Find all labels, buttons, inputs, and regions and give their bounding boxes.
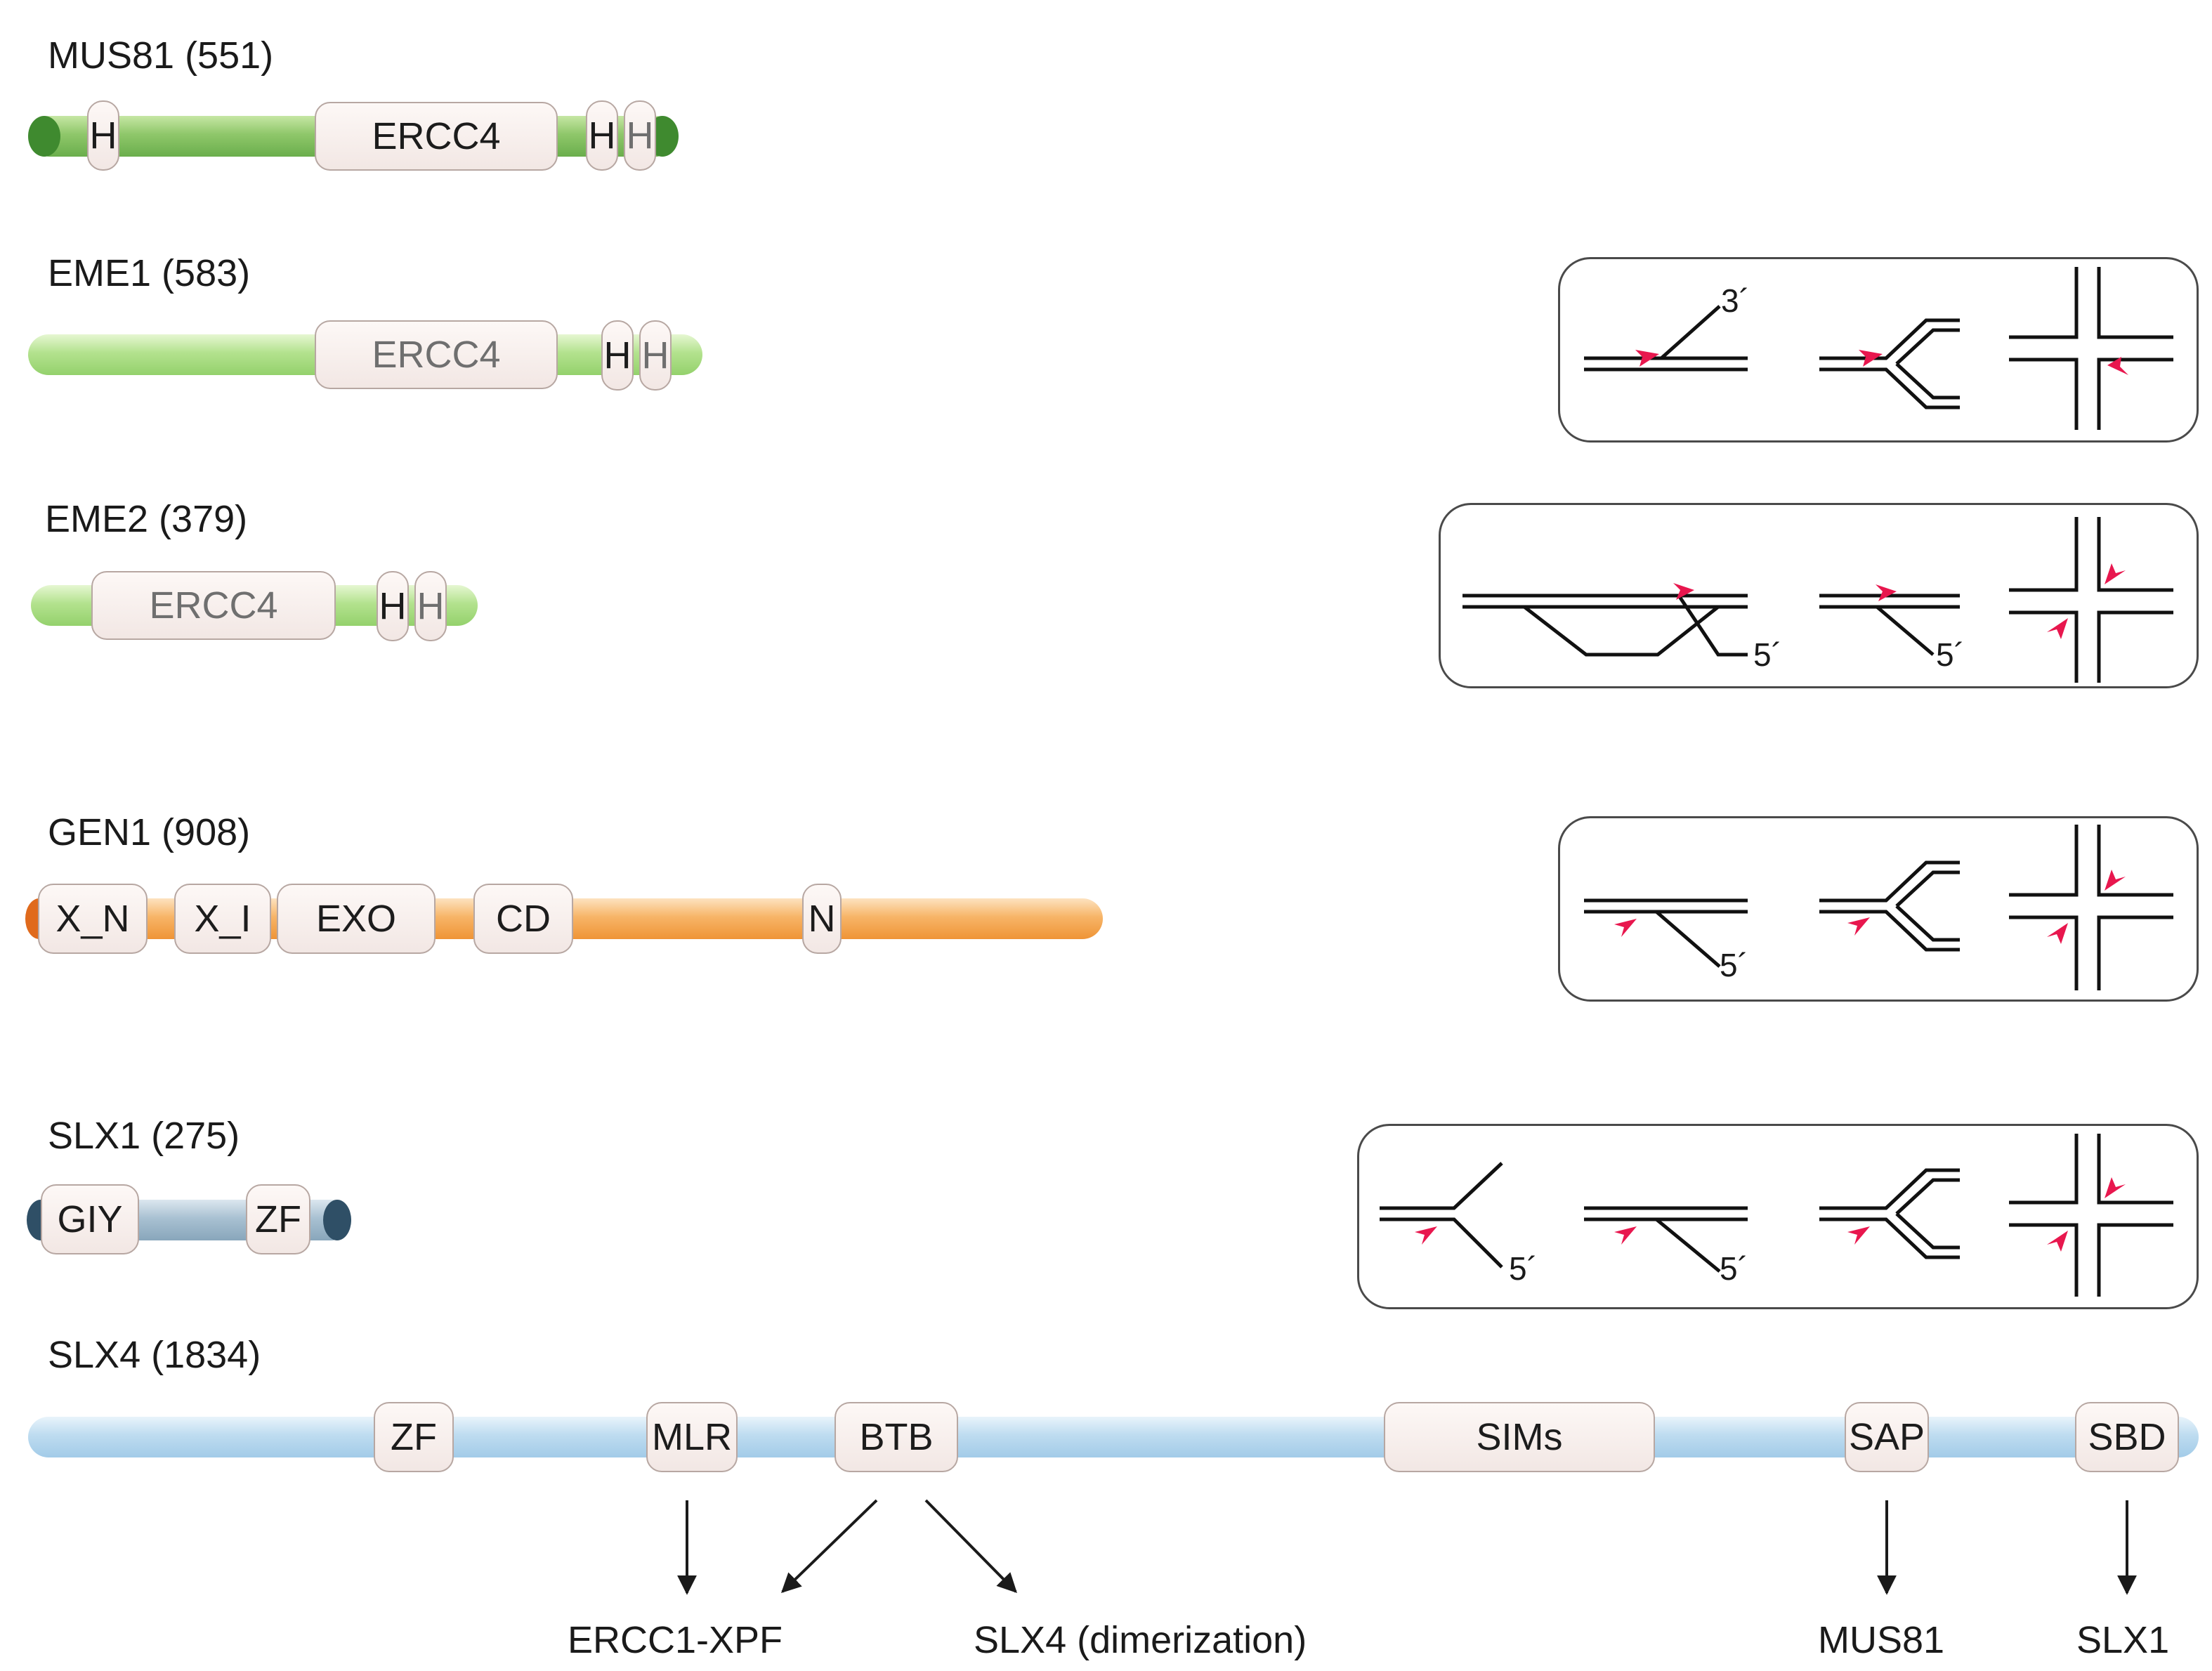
cleavage-arrow xyxy=(2105,1177,2126,1198)
gen1-substrate-panel xyxy=(1558,816,2199,1002)
slx1-c-terminus xyxy=(323,1200,351,1240)
slx4-btb-domain: BTB xyxy=(835,1402,958,1472)
holliday-junction-structure xyxy=(2009,825,2173,990)
five-prime-end-label: 5´ xyxy=(1936,636,1965,673)
replication-fork-structure xyxy=(1819,318,1960,409)
mus81-eme1-substrate-panel xyxy=(1558,257,2199,443)
cleavage-arrow xyxy=(1673,583,1694,600)
flap-5prime-structure xyxy=(1584,1206,1748,1273)
cleavage-arrow xyxy=(1859,350,1883,367)
cleavage-arrow xyxy=(2105,870,2126,891)
cleavage-arrow xyxy=(2047,618,2068,639)
gen1-xi-domain: X_I xyxy=(174,884,271,954)
holliday-junction-structure xyxy=(2009,517,2173,683)
cleavage-arrow xyxy=(2047,923,2068,944)
eme1-helix-domain-2: H xyxy=(639,320,672,391)
eme1-label: EME1 (583) xyxy=(48,252,251,294)
btb-to-slx4-dimerization-arrow xyxy=(924,1499,1017,1593)
splayed-arm-structure xyxy=(1380,1162,1503,1269)
gen1-n-domain: N xyxy=(802,884,842,954)
five-prime-end-label: 5´ xyxy=(1720,947,1748,983)
slx1-slx4-substrate-panel xyxy=(1357,1124,2199,1309)
eme2-helix-domain-2: H xyxy=(414,571,447,641)
slx1-label: SLX1 (275) xyxy=(48,1115,240,1157)
cleavage-arrow xyxy=(1635,350,1659,367)
three-prime-end-label: 3´ xyxy=(1721,282,1750,319)
slx4-sims-domain: SIMs xyxy=(1384,1402,1655,1472)
slx4-zf-domain: ZF xyxy=(374,1402,454,1472)
mus81-helix-domain-2: H xyxy=(586,100,618,171)
cleavage-arrow xyxy=(1614,919,1637,937)
mus81-label: MUS81 (551) xyxy=(48,34,274,77)
cleavage-arrow xyxy=(1847,917,1870,936)
cleavage-arrow xyxy=(2105,563,2126,584)
flap-5prime-structure xyxy=(1819,594,1960,656)
mus81-interactor-label: MUS81 xyxy=(1818,1619,1945,1661)
eme2-helix-domain-1: H xyxy=(377,571,409,641)
eme2-label: EME2 (379) xyxy=(45,498,248,540)
gen1-xn-domain: X_N xyxy=(38,884,148,954)
cleavage-site-arrows xyxy=(1415,350,2128,1252)
cleavage-arrow xyxy=(1876,584,1897,601)
replication-fork-structure xyxy=(1819,1168,1960,1259)
flap-3prime-structure xyxy=(1584,305,1748,372)
slx4-label: SLX4 (1834) xyxy=(48,1334,261,1376)
slx1-zf-domain: ZF xyxy=(246,1184,310,1254)
slx1-interactor-label: SLX1 xyxy=(2076,1619,2170,1661)
slx4-mlr-domain: MLR xyxy=(646,1402,738,1472)
cleavage-arrow xyxy=(1847,1226,1870,1245)
slx4-sbd-domain: SBD xyxy=(2075,1402,2179,1472)
replication-fork-structure xyxy=(1819,860,1960,952)
d-loop-structure xyxy=(1462,594,1748,657)
slx4-sap-domain: SAP xyxy=(1845,1402,1929,1472)
ercc1-xpf-label: ERCC1-XPF xyxy=(568,1619,783,1661)
five-prime-end-label: 5´ xyxy=(1509,1250,1538,1287)
gen1-exo-domain: EXO xyxy=(277,884,436,954)
mus81-n-terminus xyxy=(28,116,60,157)
eme1-ercc4-domain: ERCC4 xyxy=(315,320,558,389)
eme1-helix-domain-1: H xyxy=(601,320,634,391)
eme2-ercc4-domain: ERCC4 xyxy=(91,571,336,640)
mus81-helix-domain-1: H xyxy=(87,100,119,171)
holliday-junction-structure xyxy=(2009,267,2173,430)
slx4-dimerization-label: SLX4 (dimerization) xyxy=(974,1619,1307,1661)
flap-5prime-structure xyxy=(1584,898,1748,968)
gen1-cd-domain: CD xyxy=(473,884,573,954)
btb-to-ercc1-xpf-arrow xyxy=(780,1499,878,1593)
five-prime-end-label: 5´ xyxy=(1720,1250,1748,1287)
cleavage-arrow xyxy=(1415,1226,1437,1245)
cleavage-arrow xyxy=(1614,1226,1637,1245)
gen1-label: GEN1 (908) xyxy=(48,811,251,853)
mus81-ercc4-domain: ERCC4 xyxy=(315,102,558,171)
five-prime-end-label: 5´ xyxy=(1753,636,1782,673)
cleavage-arrow xyxy=(2047,1231,2068,1252)
slx1-giy-domain: GIY xyxy=(41,1184,139,1254)
cleavage-arrow xyxy=(2107,357,2128,375)
mus81-helix-domain-3: H xyxy=(624,100,656,171)
holliday-junction-structure xyxy=(2009,1134,2173,1297)
